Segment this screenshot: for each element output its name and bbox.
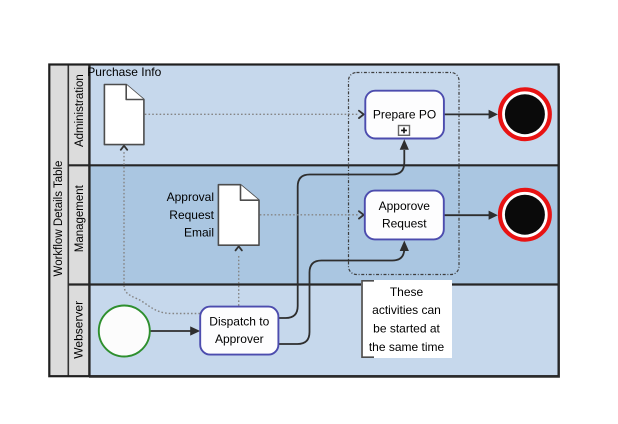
svg-text:Administration: Administration bbox=[74, 74, 86, 147]
svg-text:Dispatch to: Dispatch to bbox=[209, 314, 269, 328]
svg-text:Prepare PO: Prepare PO bbox=[373, 107, 436, 121]
svg-text:activities can: activities can bbox=[372, 303, 441, 317]
svg-text:Webserver: Webserver bbox=[72, 301, 86, 359]
svg-text:Apporove: Apporove bbox=[379, 199, 431, 213]
svg-text:Management: Management bbox=[74, 184, 86, 252]
svg-text:the same time: the same time bbox=[369, 340, 445, 354]
svg-text:Workflow Details Table: Workflow Details Table bbox=[53, 161, 65, 277]
svg-text:Approver: Approver bbox=[215, 332, 264, 346]
svg-text:Email: Email bbox=[184, 226, 214, 240]
svg-text:Request: Request bbox=[169, 208, 214, 222]
svg-text:be started at: be started at bbox=[373, 322, 440, 336]
svg-text:These: These bbox=[390, 285, 424, 299]
svg-text:Request: Request bbox=[382, 217, 427, 231]
svg-text:Approval: Approval bbox=[167, 190, 214, 204]
svg-text:Purchase Info: Purchase Info bbox=[87, 65, 161, 79]
